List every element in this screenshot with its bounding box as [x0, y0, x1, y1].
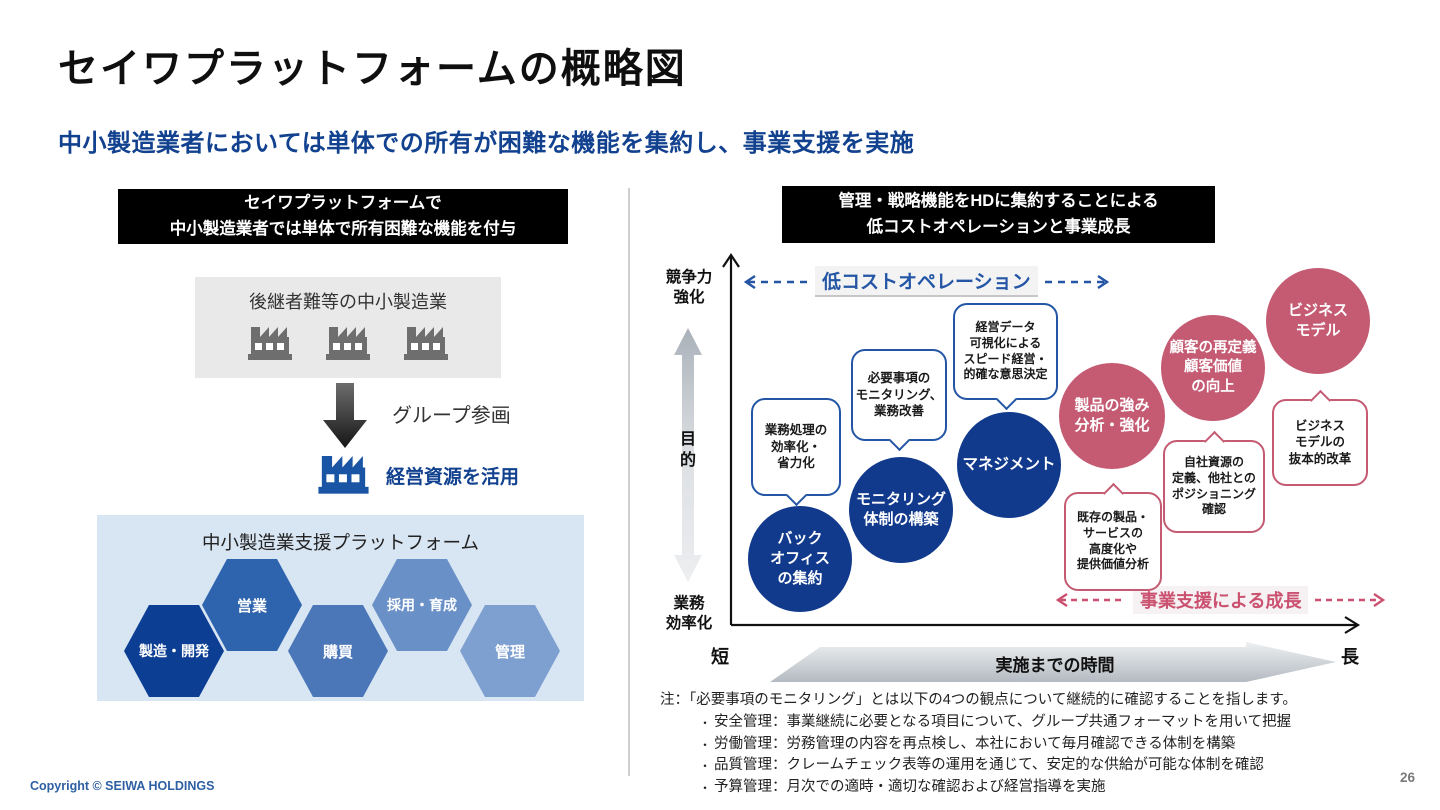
note-item: ・ 品質管理：クレームチェック表等の運用を通じて、安定的な供給が可能な体制を確認	[696, 755, 1435, 777]
factory-blue-icon	[318, 456, 369, 494]
left-panel-header-line2: 中小製造業者では単体で所有困難な機能を付与	[169, 219, 517, 238]
notes-block: 注：「必要事項のモニタリング」とは以下の4つの観点について継続的に確認することを…	[660, 690, 1435, 799]
note-title: 注：「必要事項のモニタリング」とは以下の4つの観点について継続的に確認することを…	[660, 692, 1297, 708]
x-axis-long-label: 長	[1341, 647, 1359, 667]
note-item: ・ 予算管理：月次での適時・適切な確認および経営指導を実施	[696, 777, 1435, 799]
group-join-label: グループ参画	[392, 405, 511, 427]
dashed-arrow-left-icon	[744, 274, 808, 289]
x-axis-short-label: 短	[711, 647, 729, 667]
left-panel-header: セイワプラットフォームで 中小製造業者では単体で所有困難な機能を付与	[118, 189, 568, 244]
dashed-arrow-right-icon	[1315, 593, 1386, 607]
factory-icon	[326, 327, 370, 360]
bubble-management-data: 経営データ 可視化による スピード経営・ 的確な意思決定	[953, 303, 1058, 400]
bubble-required-monitoring: 必要事項の モニタリング、 業務改善	[851, 349, 947, 441]
bubble-own-resources: 自社資源の 定義、他社との ポジショニング 確認	[1163, 440, 1265, 533]
page-title: セイワプラットフォームの概略図	[58, 47, 687, 91]
growth-label: 事業支援による成長	[1133, 586, 1309, 614]
cost-operation-label: 低コストオペレーション	[815, 266, 1038, 297]
down-arrow-icon	[323, 383, 367, 448]
x-axis-time-label: 実施までの時間	[995, 656, 1115, 675]
right-panel-header-line2: 低コストオペレーションと事業成長	[866, 217, 1131, 236]
bullet-icon: ・	[698, 759, 711, 774]
platform-title: 中小製造業支援プラットフォーム	[202, 532, 479, 553]
dashed-arrow-left-icon	[1056, 593, 1126, 607]
factory-icon	[248, 327, 292, 360]
factory-icon-row	[195, 321, 501, 361]
left-panel-header-line1: セイワプラットフォームで	[244, 193, 442, 212]
resource-label: 経営資源を活用	[386, 467, 520, 488]
growth-label-row: 事業支援による成長	[1056, 586, 1386, 614]
page-number: 26	[1400, 770, 1416, 785]
page-subtitle: 中小製造業者においては単体での所有が困難な機能を集約し、事業支援を実施	[58, 130, 915, 157]
right-panel-header: 管理・戦略機能をHDに集約することによる 低コストオペレーションと事業成長	[782, 186, 1215, 243]
circle-product-strength: 製品の強み 分析・強化	[1059, 363, 1165, 469]
bubble-existing-products: 既存の製品・ サービスの 高度化や 提供価値分析	[1064, 492, 1162, 591]
y-axis-bottom-label: 業務 効率化	[665, 595, 713, 633]
cost-operation-label-row: 低コストオペレーション	[744, 266, 1109, 297]
y-axis-top-label: 競争力 強化	[665, 269, 713, 307]
note-item: ・ 安全管理：事業継続に必要となる項目について、グループ共通フォーマットを用いて…	[696, 712, 1435, 734]
circle-management: マネジメント	[957, 412, 1061, 518]
y-axis-mid-label: 目 的	[679, 431, 696, 469]
circle-business-model: ビジネス モデル	[1266, 268, 1370, 374]
factory-icon	[404, 327, 448, 360]
copyright-text: Copyright © SEIWA HOLDINGS	[30, 779, 215, 793]
circle-monitoring: モニタリング 体制の構築	[849, 457, 953, 563]
circle-customer-redefinition: 顧客の再定義 顧客価値 の向上	[1161, 315, 1265, 421]
chart-axes	[722, 253, 1361, 634]
bubble-business-model-reform: ビジネス モデルの 抜本的改革	[1272, 399, 1368, 486]
circle-back-office: バック オフィス の集約	[748, 506, 852, 612]
bullet-icon: ・	[698, 737, 711, 752]
time-band-arrow-icon	[770, 642, 1336, 682]
smb-manufacturers-box: 後継者難等の中小製造業	[195, 277, 501, 378]
bullet-icon: ・	[698, 781, 711, 795]
bubble-process-efficiency: 業務処理の 効率化・ 省力化	[751, 398, 841, 496]
smb-box-label: 後継者難等の中小製造業	[249, 292, 447, 312]
purpose-double-arrow-icon	[674, 328, 702, 582]
panel-divider	[628, 188, 630, 776]
bullet-icon: ・	[698, 715, 711, 730]
dashed-arrow-right-icon	[1044, 274, 1109, 289]
note-item: ・ 労働管理：労務管理の内容を再点検し、本社において毎月確認できる体制を構築	[696, 734, 1435, 756]
right-panel-header-line1: 管理・戦略機能をHDに集約することによる	[838, 191, 1159, 210]
